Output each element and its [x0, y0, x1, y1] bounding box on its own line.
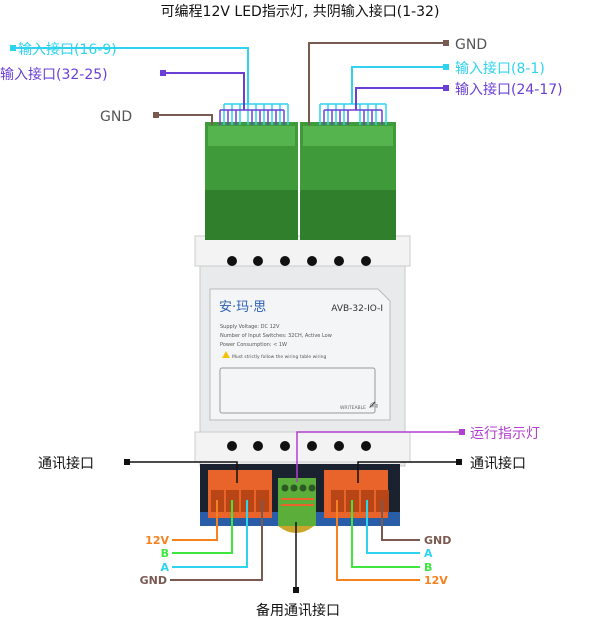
label-input-24-17: 输入接口(24-17): [455, 81, 563, 98]
wire-label-a-right: A: [424, 547, 433, 560]
spec-inputs: Number of Input Switches: 32CH, Active L…: [220, 333, 332, 339]
top-connector-left: [205, 122, 298, 240]
spec-voltage: Supply Voltage: DC 12V: [220, 324, 280, 330]
diagram-title: 可编程12V LED指示灯, 共阴输入接口(1-32): [161, 3, 440, 20]
wire-label-a-left: A: [160, 561, 169, 574]
label-input-16-9: 输入接口(16-9): [18, 41, 117, 58]
label-gnd-top-right: GND: [455, 37, 487, 53]
label-comm-left: 通讯接口: [38, 455, 94, 472]
model-number: AVB-32-IO-I: [331, 304, 383, 314]
bottom-terminal-section: [200, 464, 400, 533]
label-run-led: 运行指示灯: [470, 426, 540, 442]
vent-holes-top: [227, 256, 371, 266]
warning-icon: [222, 351, 230, 358]
left-wire-labels: 12V B A GND: [140, 534, 170, 587]
wire-label-b-right: B: [424, 561, 432, 574]
label-comm-right: 通讯接口: [470, 455, 526, 472]
top-connector-right: [300, 122, 396, 240]
writable-label: WRITEABLE: [340, 405, 366, 411]
label-input-8-1: 输入接口(8-1): [455, 60, 545, 77]
wire-label-gnd-right: GND: [424, 534, 451, 547]
right-wire-labels: GND A B 12V: [424, 534, 451, 587]
wire-label-gnd-left: GND: [140, 574, 167, 587]
label-input-32-25: 输入接口(32-25): [0, 66, 108, 83]
warning-text: Must strictly follow the wiring table wi…: [232, 354, 326, 360]
bottom-callouts: [127, 431, 462, 590]
brand-logo: 安·玛·思: [219, 300, 266, 315]
label-gnd-top-left: GND: [100, 109, 132, 125]
bottom-wires: [170, 500, 420, 581]
wire-label-12v-left: 12V: [145, 534, 169, 547]
vent-holes-bottom: [227, 441, 371, 451]
wire-label-b-left: B: [161, 547, 169, 560]
wire-label-12v-right: 12V: [424, 574, 448, 587]
label-panel: ✍ 安·玛·思 AVB-32-IO-I Supply Voltage: DC 1…: [209, 288, 391, 421]
top-wires: [15, 42, 445, 125]
pen-icon: ✍: [369, 399, 378, 412]
spec-power: Power Consumption: < 1W: [220, 342, 287, 348]
label-backup-comm: 备用通讯接口: [256, 602, 340, 619]
